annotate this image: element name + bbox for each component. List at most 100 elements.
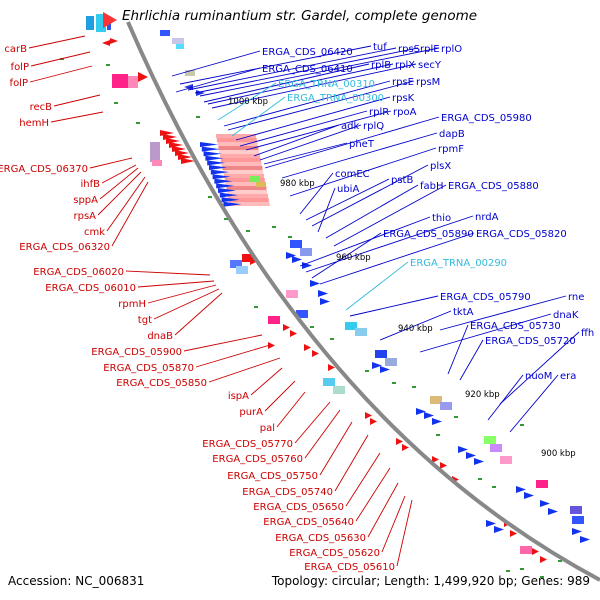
gene-label-erga-cds-05760-23[interactable]: ERGA_CDS_05760	[212, 454, 303, 465]
gene-label-secy-8[interactable]: secY	[418, 60, 442, 71]
gene-label-ispa-19[interactable]: ispA	[228, 391, 249, 402]
gene-label-rpoa-15[interactable]: rpoA	[393, 107, 417, 118]
gene-label-erga-cds-05790-33[interactable]: ERGA_CDS_05790	[440, 292, 531, 303]
gene-labels: carB folP folP recB hemH ERGA_CDS_06370 ihfB sp…	[0, 42, 594, 573]
gene-label-rpsk-13[interactable]: rpsK	[392, 93, 415, 104]
gene-block-1	[96, 14, 106, 32]
gene-label-carb-0[interactable]: carB	[4, 44, 27, 55]
connector-erga-cds-05750-24	[319, 421, 353, 476]
gene-label-pstb-23[interactable]: pstB	[391, 175, 413, 186]
gene-label-rpsm-11[interactable]: rpsM	[416, 77, 440, 88]
gene-label-erga-cds-05980-19[interactable]: ERGA_CDS_05980	[441, 113, 532, 124]
gene-label-erga-cds-05890-30[interactable]: ERGA_CDS_05890	[383, 229, 474, 240]
gene-label-erga-cds-05630-28[interactable]: ERGA_CDS_05630	[275, 533, 366, 544]
gene-label-tkta-35[interactable]: tktA	[453, 307, 474, 318]
accession-text: Accession: NC_006831	[8, 574, 145, 588]
gene-label-pal-21[interactable]: pal	[260, 423, 275, 434]
gene-label-erga-cds-05750-24[interactable]: ERGA_CDS_05750	[227, 471, 318, 482]
gene-label-erga-cds-05820-31[interactable]: ERGA_CDS_05820	[476, 229, 567, 240]
gene-label-erga-cds-05740-25[interactable]: ERGA_CDS_05740	[242, 487, 333, 498]
gene-label-thio-28[interactable]: thio	[432, 213, 451, 224]
gene-label-folp-2[interactable]: folP	[10, 78, 28, 89]
gene-label-erga-cds-05770-22[interactable]: ERGA_CDS_05770	[202, 439, 293, 450]
connector-erga-cds-05640-27	[355, 467, 391, 522]
gene-label-erga-cds-05900-16[interactable]: ERGA_CDS_05900	[91, 347, 182, 358]
gene-arrow-100	[540, 500, 550, 507]
gene-label-nrda-29[interactable]: nrdA	[475, 212, 499, 223]
gene-label-erga-cds-06370-5[interactable]: ERGA_CDS_06370	[0, 164, 88, 175]
gene-label-recb-3[interactable]: recB	[30, 102, 53, 113]
gene-label-rplx-7[interactable]: rplX	[395, 60, 415, 71]
gene-label-rpmh-13[interactable]: rpmH	[118, 299, 146, 310]
gene-label-erga-cds-05730-37[interactable]: ERGA_CDS_05730	[470, 321, 561, 332]
gene-label-rne-34[interactable]: rne	[568, 292, 584, 303]
gene-label-nuom-40[interactable]: nuoM	[525, 371, 552, 382]
connector-sppa-7	[99, 167, 139, 200]
connector-comec-22	[299, 172, 334, 215]
gene-label-erga-cds-05640-27[interactable]: ERGA_CDS_05640	[263, 517, 354, 528]
gene-label-erga-cds-06320-10[interactable]: ERGA_CDS_06320	[19, 242, 110, 253]
gene-label-fabh-26[interactable]: fabH	[420, 181, 444, 192]
gene-block-0	[86, 16, 94, 30]
gene-label-erga-trna-00300-12[interactable]: ERGA_TRNA_00300	[287, 93, 384, 104]
gene-label-ihfb-6[interactable]: ihfB	[81, 179, 101, 190]
gene-label-phet-18[interactable]: pheT	[349, 139, 375, 150]
gene-label-rple-3[interactable]: rplE	[420, 44, 440, 55]
gene-label-erga-cds-05850-18[interactable]: ERGA_CDS_05850	[116, 378, 207, 389]
gene-label-tuf-1[interactable]: tuf	[373, 42, 387, 53]
gene-label-erga-cds-06020-11[interactable]: ERGA_CDS_06020	[33, 267, 124, 278]
gene-arrow-14	[196, 90, 205, 96]
gene-mark-134	[310, 326, 314, 328]
connector-rpmf-21	[289, 147, 437, 197]
gene-label-comec-22[interactable]: comEC	[335, 169, 370, 180]
gene-arrow-112	[365, 412, 372, 419]
gene-arrow-41	[210, 169, 229, 175]
gene-mark-131	[272, 226, 276, 228]
gene-label-erga-cds-05880-27[interactable]: ERGA_CDS_05880	[448, 181, 539, 192]
gene-label-erga-cds-05610-30[interactable]: ERGA_CDS_05610	[304, 562, 395, 573]
gene-arrow-120	[510, 530, 517, 537]
gene-label-erga-cds-06420-0[interactable]: ERGA_CDS_06420	[262, 47, 353, 58]
gene-label-rplr-14[interactable]: rplR	[369, 107, 389, 118]
gene-label-erga-cds-05720-39[interactable]: ERGA_CDS_05720	[485, 336, 576, 347]
kbp-tick-1000-kbp: 1000 kbp	[228, 97, 268, 107]
connector-folp-2	[29, 65, 93, 83]
gene-label-erga-cds-05870-17[interactable]: ERGA_CDS_05870	[103, 363, 194, 374]
label-connectors	[28, 35, 580, 567]
gene-block-21	[220, 158, 261, 162]
gene-label-sppa-7[interactable]: sppA	[73, 195, 98, 206]
gene-block-60	[300, 248, 312, 256]
gene-label-rpsa-8[interactable]: rpsA	[73, 211, 96, 222]
gene-label-rplo-4[interactable]: rplO	[441, 44, 462, 55]
gene-label-erga-cds-05650-26[interactable]: ERGA_CDS_05650	[253, 502, 344, 513]
gene-label-pura-20[interactable]: purA	[239, 407, 263, 418]
gene-label-cmk-9[interactable]: cmk	[84, 227, 105, 238]
gene-label-rpmf-21[interactable]: rpmF	[438, 144, 464, 155]
gene-label-adk-16[interactable]: adk	[341, 121, 359, 132]
gene-label-erga-trna-00310-9[interactable]: ERGA_TRNA_00310	[278, 79, 375, 90]
gene-label-rplq-17[interactable]: rplQ	[363, 121, 384, 132]
gene-arrow-82	[286, 252, 296, 259]
gene-label-plsx-24[interactable]: plsX	[430, 161, 451, 172]
gene-arrow-110	[312, 350, 319, 357]
gene-label-erga-trna-00290-32[interactable]: ERGA_TRNA_00290	[410, 258, 507, 269]
gene-label-dapb-20[interactable]: dapB	[439, 129, 465, 140]
gene-label-tgt-14[interactable]: tgt	[138, 315, 152, 326]
gene-label-dnab-15[interactable]: dnaB	[147, 331, 173, 342]
gene-label-rplb-6[interactable]: rplB	[371, 60, 391, 71]
gene-label-ffh-38[interactable]: ffh	[581, 328, 594, 339]
connector-cmk-9	[106, 176, 146, 232]
gene-label-erga-cds-06410-5[interactable]: ERGA_CDS_06410	[262, 64, 353, 75]
gene-label-hemh-4[interactable]: hemH	[19, 118, 49, 129]
gene-label-dnak-36[interactable]: dnaK	[553, 310, 579, 321]
gene-block-2	[107, 20, 111, 30]
gene-label-ubia-25[interactable]: ubiA	[337, 184, 359, 195]
gene-label-erga-cds-05620-29[interactable]: ERGA_CDS_05620	[289, 548, 380, 559]
gene-mark-144	[520, 568, 524, 570]
gene-label-erga-cds-06010-12[interactable]: ERGA_CDS_06010	[45, 283, 136, 294]
gene-label-rpss-2[interactable]: rpsS	[398, 44, 420, 55]
connector-rpsm-11	[227, 80, 415, 131]
gene-label-era-41[interactable]: era	[560, 371, 576, 382]
gene-label-folp-1[interactable]: folP	[11, 62, 29, 73]
gene-label-rpse-10[interactable]: rpsE	[392, 77, 414, 88]
